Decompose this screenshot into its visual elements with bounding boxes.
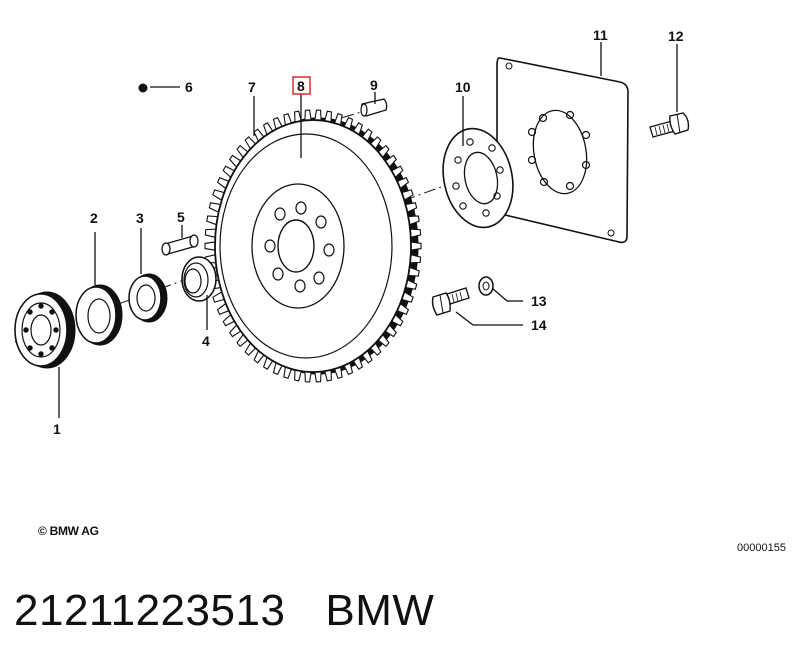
ball-bearing-part-1 — [14, 291, 76, 369]
callout-14: 14 — [531, 317, 547, 333]
spacer-ring-part-10 — [442, 127, 514, 229]
callout-6: 6 — [185, 79, 193, 95]
callout-4: 4 — [202, 333, 210, 349]
gear-tooth — [410, 241, 422, 251]
washer-part-13 — [478, 276, 494, 296]
leader-lines — [58, 42, 678, 418]
plate-part-11 — [496, 57, 629, 244]
callout-1: 1 — [53, 421, 61, 437]
dowel-pin-part-9 — [360, 98, 388, 117]
callout-3: 3 — [136, 210, 144, 226]
ball-part-6 — [138, 83, 148, 93]
callout-8-highlight-box — [292, 76, 311, 95]
diagram-id: 00000155 — [737, 542, 786, 554]
ring-part-2 — [75, 284, 123, 346]
gear-tooth — [304, 109, 312, 121]
gear-tooth — [409, 254, 422, 264]
gear-tooth — [409, 228, 422, 238]
footer-caption: 21211223513 BMW — [14, 586, 434, 636]
gear-tooth — [314, 371, 322, 383]
callout-10: 10 — [455, 79, 471, 95]
gear-tooth — [304, 371, 312, 383]
pin-part-5 — [161, 234, 199, 256]
bearing-part-3 — [128, 273, 168, 323]
bolt-part-14 — [431, 287, 470, 316]
callout-2: 2 — [90, 210, 98, 226]
callout-labels: 1 2 3 4 5 6 7 8 9 10 11 12 13 14 — [53, 27, 684, 437]
gear-tooth — [314, 109, 322, 121]
callout-8: 8 — [297, 78, 305, 94]
exploded-parts-diagram: 1 2 3 4 5 6 7 8 9 10 11 12 13 14 — [14, 27, 690, 437]
callout-11: 11 — [593, 27, 608, 43]
callout-7: 7 — [248, 79, 256, 95]
brand-name: BMW — [325, 586, 435, 635]
copyright-text: © BMW AG — [38, 524, 99, 538]
callout-9: 9 — [370, 77, 378, 93]
gear-tooth — [204, 241, 216, 251]
part-number: 21211223513 — [14, 586, 286, 635]
seal-part-4 — [181, 256, 217, 302]
gear-tooth — [204, 228, 217, 238]
callout-13: 13 — [531, 293, 547, 309]
callout-12: 12 — [668, 28, 684, 44]
bolt-part-12 — [649, 112, 690, 138]
flywheel-part-8 — [204, 109, 422, 383]
callout-5: 5 — [177, 209, 185, 225]
